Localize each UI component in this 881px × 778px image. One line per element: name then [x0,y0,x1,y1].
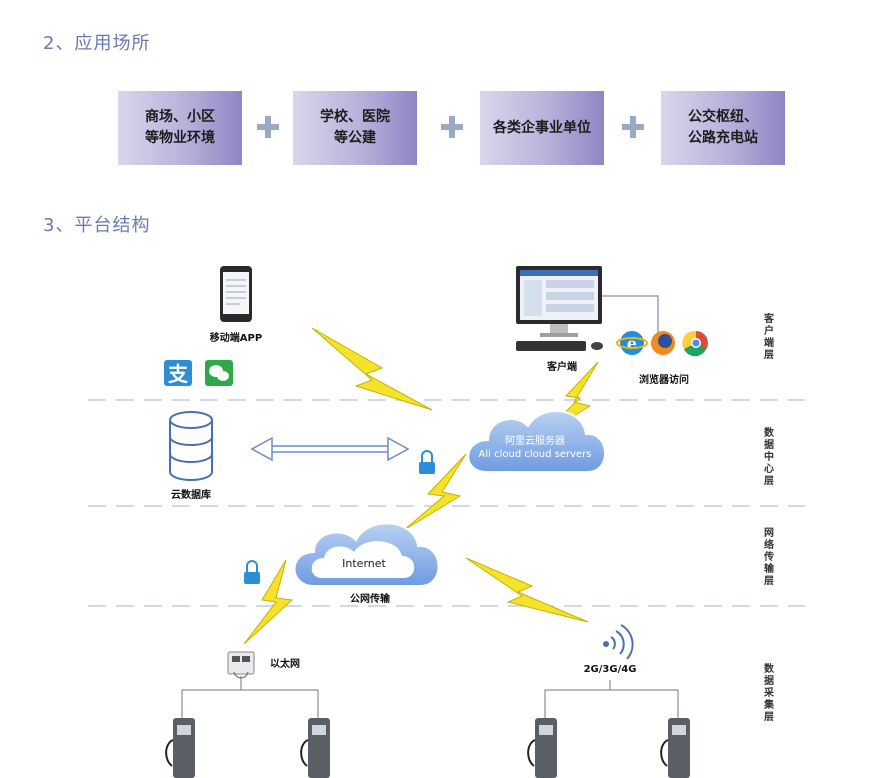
cloud-server-label-en: Ali cloud cloud servers [479,449,592,460]
mobile-app-label: 移动端APP [210,331,262,344]
scenario-label: 公交枢纽、 公路充电站 [688,109,758,146]
browser-connector [602,295,659,334]
wire [610,689,679,718]
wire [544,680,611,718]
layer-label-text: 网络传输层 [763,527,775,587]
layer-label-text: 数据采集层 [763,662,775,723]
wireless-signal-icon [603,624,634,660]
scenario-box-property: 商场、小区 等物业环境 [118,91,242,165]
client-label: 客户端 [546,360,577,373]
charger-icon [660,718,690,778]
browser-access-label: 浏览器访问 [639,373,689,386]
lock-icon [419,450,435,474]
ethernet-switch-icon [227,651,255,679]
alipay-icon: 支 [164,360,192,386]
plus-icon [257,116,279,138]
section-heading-scenarios: 2、应用场所 [43,33,151,54]
chrome-browser-icon [682,330,708,357]
scenario-box-public-buildings: 学校、医院 等公建 [293,91,417,165]
layer-label-text: 数据中心层 [764,426,775,487]
cloud-server-label-cn: 阿里云服务器 [505,434,565,447]
mobile-phone-icon [220,266,252,322]
lightning-mobile-cloud [311,327,433,411]
double-arrow-icon [250,436,410,462]
wire [181,676,242,718]
lock-icon [244,560,260,584]
layer-label-datacenter: 数据中心层 [764,426,775,487]
charger-icon [527,718,557,778]
lightning-internet-cellular [465,557,589,623]
wire [241,689,319,718]
scenario-box-transport-hubs: 公交枢纽、 公路充电站 [661,91,785,165]
layer-label-client: 客户端层 [763,312,775,361]
platform-structure-diagram: 客户端层 数据中心层 网络传输层 数据采集层 移动端APP 支 [88,266,805,778]
cellular-label: 2G/3G/4G [584,664,637,675]
charger-icon [165,718,195,778]
plus-icon [622,116,644,138]
scenario-label: 学校、医院 等公建 [320,109,390,146]
database-label: 云数据库 [171,488,211,501]
cloud-server-icon [467,410,606,473]
lightning-internet-ethernet [243,559,294,645]
charger-icon [300,718,330,778]
ie-browser-icon: e [616,331,648,355]
layer-label-collection: 数据采集层 [763,662,775,723]
database-icon [169,411,213,481]
scenario-box-enterprises: 各类企事业单位 [480,91,604,165]
scenario-label: 商场、小区 等物业环境 [145,109,215,146]
internet-cloud-icon [293,522,440,587]
wechat-icon [205,360,233,386]
firefox-browser-icon [651,331,675,355]
desktop-computer-icon [516,266,603,351]
svg-text:e: e [627,334,637,353]
ethernet-label: 以太网 [270,657,300,670]
internet-label: Internet [342,557,386,570]
section-heading-structure: 3、平台结构 [43,215,151,236]
public-network-label: 公网传输 [350,592,391,605]
layer-label-text: 客户端层 [763,312,775,361]
plus-icon [441,116,463,138]
svg-text:支: 支 [168,362,189,386]
layer-label-network: 网络传输层 [763,527,775,587]
scenario-label: 各类企事业单位 [493,119,591,136]
